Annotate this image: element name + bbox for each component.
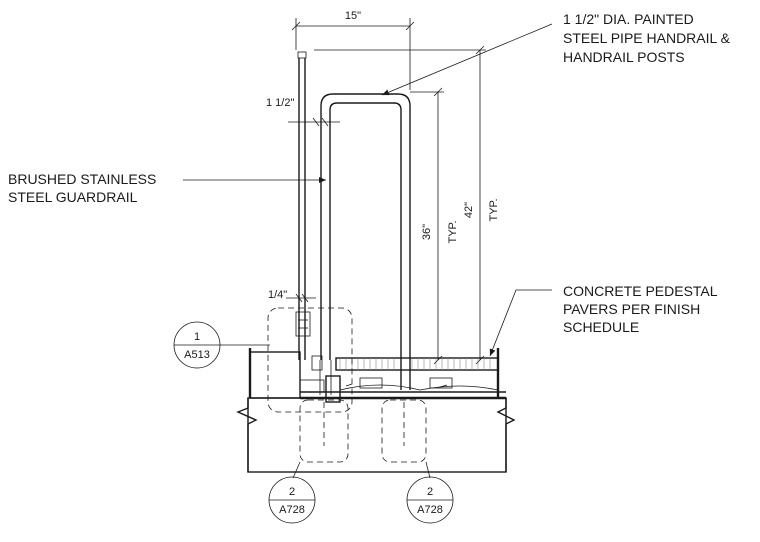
- guardrail-note-line-1: BRUSHED STAINLESS: [8, 171, 156, 187]
- handrail-note-line-2: STEEL PIPE HANDRAIL &: [563, 30, 731, 46]
- guardrail-note: BRUSHED STAINLESS STEEL GUARDRAIL: [8, 171, 156, 205]
- pedestal-note-line-2: PAVERS PER FINISH: [563, 301, 700, 317]
- pedestal-pavers: [335, 357, 499, 391]
- stainless-guardrail: [295, 51, 341, 403]
- gap-label: 1/4": [268, 289, 287, 301]
- dimension-15-label: 15": [345, 10, 361, 22]
- detail-tag-left[interactable]: 2 A728: [268, 461, 316, 524]
- height-42-label: 42": [463, 202, 475, 218]
- detail-tag-right-number: 2: [427, 486, 433, 498]
- guardrail-note-line-2: STEEL GUARDRAIL: [8, 189, 138, 205]
- handrail-note: 1 1/2" DIA. PAINTED STEEL PIPE HANDRAIL …: [563, 11, 731, 65]
- dimension-gap: 1/4": [268, 289, 316, 303]
- pedestal-note-line-1: CONCRETE PEDESTAL: [563, 283, 718, 299]
- pipe-dia-label: 1 1/2": [266, 97, 294, 109]
- concrete-slab: [236, 348, 516, 473]
- dimension-pipe-dia: 1 1/2": [266, 97, 340, 127]
- pedestal-note-line-3: SCHEDULE: [563, 319, 639, 335]
- handrail-leader: [381, 23, 553, 96]
- detail-tag-right[interactable]: 2 A728: [406, 461, 454, 524]
- typ-label-1: TYP.: [447, 220, 459, 243]
- section-tag-number: 1: [194, 331, 200, 343]
- detail-tag-right-sheet: A728: [417, 504, 443, 516]
- pedestal-note: CONCRETE PEDESTAL PAVERS PER FINISH SCHE…: [563, 283, 718, 335]
- dimension-42: 42" TYP.: [314, 45, 500, 365]
- height-36-label: 36": [421, 224, 433, 240]
- embed-outlines: [267, 307, 427, 463]
- handrail-note-line-3: HANDRAIL POSTS: [563, 49, 685, 65]
- section-tag-a513[interactable]: 1 A513: [173, 321, 270, 369]
- steel-pipe-handrail: [319, 93, 411, 395]
- pedestal-leader: [489, 289, 552, 357]
- dimension-36: 36" TYP.: [410, 87, 459, 365]
- section-tag-sheet: A513: [184, 349, 210, 361]
- detail-tag-left-sheet: A728: [279, 504, 305, 516]
- typ-label-2: TYP.: [488, 198, 500, 221]
- dimension-15: 15": [291, 10, 415, 90]
- detail-tag-left-number: 2: [289, 486, 295, 498]
- handrail-note-line-1: 1 1/2" DIA. PAINTED: [563, 11, 694, 27]
